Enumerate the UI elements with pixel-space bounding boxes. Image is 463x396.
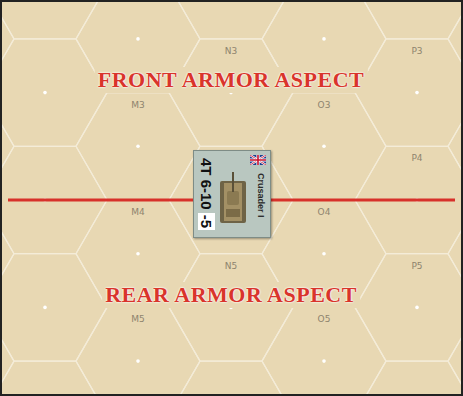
hex-id: M4 [131, 207, 145, 217]
hex-outline [0, 39, 107, 146]
aspect-label: REAR ARMOR ASPECT [102, 282, 360, 308]
hex-id: P4 [411, 153, 422, 163]
hex-id: P3 [411, 46, 422, 56]
hex-outline [448, 307, 463, 396]
hex-outline [448, 0, 463, 93]
hex-outline [355, 254, 463, 361]
hex-outline [76, 307, 200, 396]
hex-outline [355, 0, 463, 39]
vehicle-name: Crusader I [256, 173, 266, 218]
hex-center-dot [322, 359, 326, 363]
hex-center-dot [322, 145, 326, 149]
hex-center-dot [136, 145, 140, 149]
hex-id: O3 [318, 100, 331, 110]
hex-id: P5 [411, 261, 422, 271]
hex-outline [0, 0, 107, 39]
hex-outline [448, 200, 463, 307]
hex-center-dot [136, 359, 140, 363]
hex-center-dot [43, 91, 47, 95]
hex-center-dot [136, 252, 140, 256]
unit-stat: -5 [198, 213, 215, 230]
hex-id: M3 [131, 100, 145, 110]
hex-outline [0, 200, 14, 307]
hex-outline [448, 93, 463, 200]
hex-center-dot [43, 306, 47, 310]
hex-outline [355, 39, 463, 146]
unit-counter: 4T 6-10 -5 Crusader I [193, 150, 271, 238]
hex-id: N5 [225, 261, 237, 271]
hex-outline [0, 361, 107, 396]
aspect-label: FRONT ARMOR ASPECT [95, 67, 368, 93]
hex-id: N3 [225, 46, 237, 56]
nation-flag [250, 155, 266, 165]
hex-outline [0, 93, 14, 200]
hex-id: O4 [318, 207, 331, 217]
hex-outline [0, 254, 107, 361]
hex-id: M5 [131, 314, 145, 324]
hex-outline [169, 0, 293, 39]
unit-stat: 4T 6-10 [198, 158, 215, 210]
hex-outline [169, 361, 293, 396]
hex-center-dot [415, 91, 419, 95]
counter-name-row: Crusader I [256, 173, 266, 218]
tank-illustration [219, 171, 247, 225]
hex-center-dot [136, 37, 140, 41]
hex-center-dot [415, 306, 419, 310]
counter-stat-row: 4T 6-10 -5 [198, 158, 215, 230]
hex-outline [262, 93, 386, 200]
hex-outline [355, 361, 463, 396]
hex-id: O5 [318, 314, 331, 324]
hex-outline [262, 307, 386, 396]
hex-outline [76, 93, 200, 200]
hex-center-dot [322, 252, 326, 256]
hex-outline [0, 0, 14, 93]
hex-center-dot [322, 37, 326, 41]
